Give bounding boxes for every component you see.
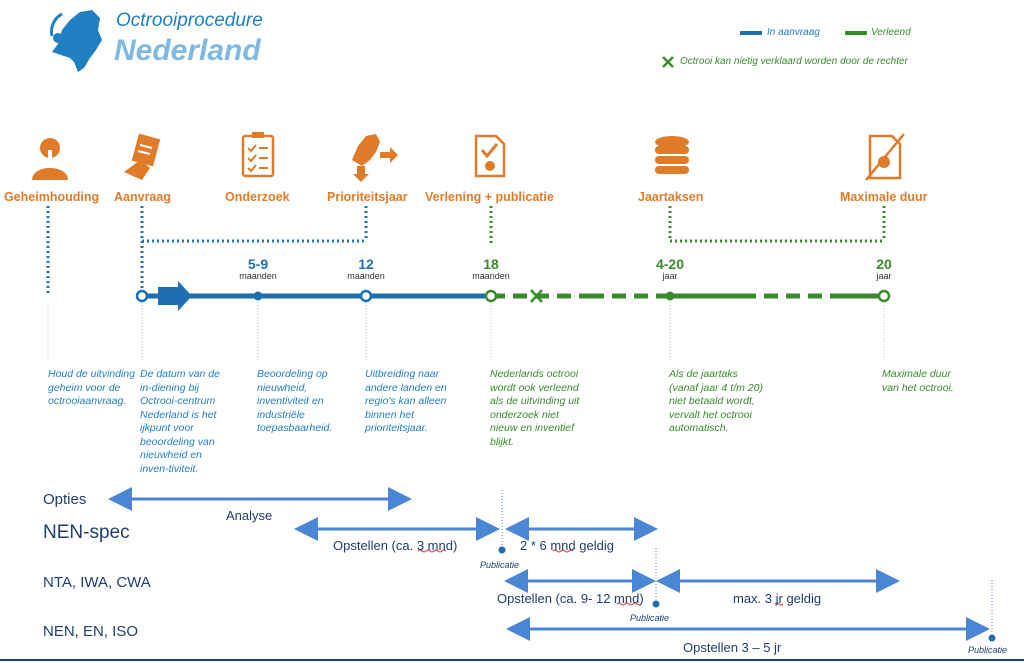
crossed-certificate-icon <box>865 133 905 181</box>
logo-icon <box>50 10 102 72</box>
milestone-unit: maanden <box>347 271 385 281</box>
description-geheimhouding: Houd de uitvinding geheim voor de octroo… <box>48 368 135 407</box>
legend-in-aanvraag: In aanvraag <box>767 27 820 38</box>
milestone-unit: maanden <box>472 271 510 281</box>
publicatie-label: Publicatie <box>630 613 670 623</box>
stage-label-onderzoek: Onderzoek <box>225 190 290 204</box>
milestone-value: 4-20 <box>655 256 685 272</box>
stage-label-jaartaksen: Jaartaksen <box>638 190 704 204</box>
milestone-unit: maanden <box>239 271 277 281</box>
arrow-label-max3: max. 3 jr geldig <box>733 591 822 606</box>
stage-label-maximale-duur: Maximale duur <box>840 190 928 204</box>
milestone-value: 12 <box>358 256 374 272</box>
clipboard-check-icon <box>241 132 275 178</box>
legend-nietig: Octrooi kan nietig verklaard worden door… <box>680 56 908 67</box>
coin-stack-icon <box>655 136 689 174</box>
arrow-label-opstellen-3-5: Opstellen 3 – 5 jr <box>683 640 782 655</box>
milestone-value: 5-9 <box>247 256 269 272</box>
milestone-value: 20 <box>876 256 892 272</box>
cross-legend-icon <box>662 56 674 68</box>
certificate-check-icon <box>474 134 506 178</box>
publicatie-label: Publicatie <box>480 560 520 570</box>
description-jaartaksen: Als de jaartaks (vanaf jaar 4 t/m 20) ni… <box>669 368 763 434</box>
milestone-value: 18 <box>483 256 499 272</box>
description-onderzoek: Beoordeling op nieuwheid, inventiviteit … <box>257 368 333 434</box>
description-verlening: Nederlands octrooi wordt ook verleend al… <box>490 368 580 448</box>
arrow-label-opstellen-3: Opstellen (ca. 3 mnd) <box>333 538 458 553</box>
row-label-nta: NTA, IWA, CWA <box>43 574 151 591</box>
arrow-label-opstellen-9-12: Opstellen (ca. 9- 12 mnd) <box>497 591 644 606</box>
stage-label-prioriteitsjaar: Prioriteitsjaar <box>327 190 408 204</box>
timeline-arrow-icon <box>158 281 192 311</box>
description-aanvraag: De datum van de in-diening bij Octrooi-c… <box>140 368 220 475</box>
row-label-nen-spec: NEN-spec <box>43 522 130 543</box>
application-hand-icon <box>124 133 161 180</box>
secret-person-icon <box>32 138 68 180</box>
arrow-label-analyse: Analyse <box>226 508 273 523</box>
netherlands-map-arrow-icon <box>352 134 398 182</box>
title-line2: Nederland <box>114 34 261 67</box>
description-prioriteitsjaar: Uitbreiding naar andere landen en regio'… <box>365 368 447 434</box>
legend-verleend: Verleend <box>871 27 911 38</box>
stage-label-aanvraag: Aanvraag <box>114 190 171 204</box>
milestone-unit: jaar <box>662 271 678 281</box>
milestone-unit: jaar <box>876 271 892 281</box>
row-label-opties: Opties <box>43 491 87 508</box>
row-label-nen: NEN, EN, ISO <box>43 623 139 640</box>
arrow-label-geldig: 2 * 6 mnd geldig <box>520 538 614 553</box>
timeline <box>135 281 891 311</box>
title-line1: Octrooiprocedure <box>116 10 263 31</box>
stage-label-verlening: Verlening + publicatie <box>425 190 554 204</box>
publicatie-label: Publicatie <box>968 645 1008 655</box>
description-maximale-duur: Maximale duur van het octrooi. <box>882 368 954 394</box>
stage-label-geheimhouding: Geheimhouding <box>4 190 100 204</box>
